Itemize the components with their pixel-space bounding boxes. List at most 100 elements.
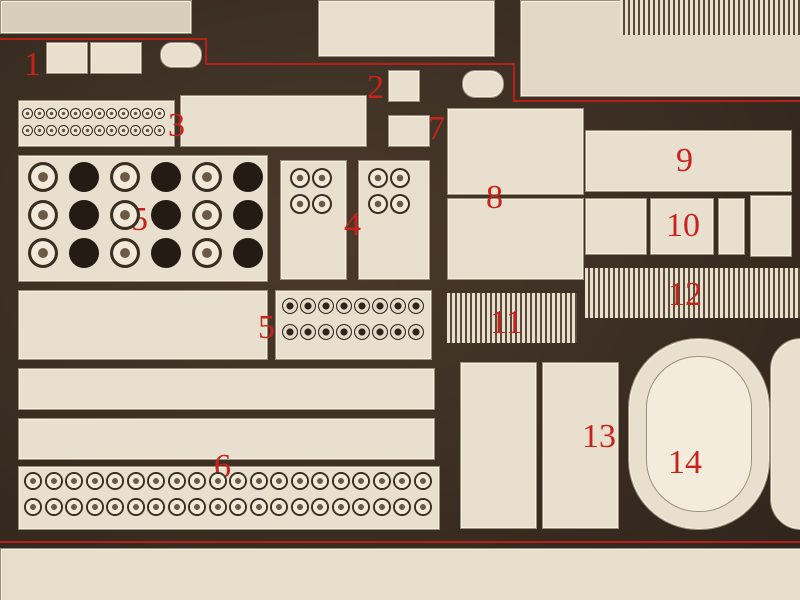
small-wheel: [58, 108, 69, 119]
hub-wheel: [336, 298, 352, 314]
label-9: 9: [676, 142, 693, 179]
track-wheel: [65, 498, 83, 516]
part-7: [388, 115, 430, 147]
disk-wheel: [151, 162, 181, 192]
rim-wheel: [368, 168, 388, 188]
track-wheel: [311, 498, 329, 516]
track-wheel: [270, 498, 288, 516]
hub-wheel: [408, 324, 424, 340]
small-wheel: [58, 125, 69, 136]
small-wheel: [142, 108, 153, 119]
track-wheel: [106, 472, 124, 490]
track-wheel: [188, 498, 206, 516]
oval-part-mid: [462, 70, 504, 98]
small-wheel: [34, 125, 45, 136]
part-10-a: [585, 198, 647, 255]
track-wheel: [85, 498, 104, 516]
label-14: 14: [668, 444, 702, 481]
disk-wheel: [28, 162, 58, 192]
part-10-b: [650, 198, 714, 255]
track-wheel: [24, 498, 42, 516]
top-part-a: [0, 0, 192, 34]
small-wheel: [70, 125, 81, 136]
disk-wheel: [192, 200, 222, 230]
small-wheel: [154, 108, 165, 119]
hub-wheel: [354, 298, 370, 314]
label-3: 3: [168, 107, 185, 144]
disk-wheel: [110, 238, 140, 268]
disk-wheel: [233, 200, 263, 230]
track-wheel: [372, 498, 391, 516]
bottom-strip: [0, 548, 800, 600]
part-11-comb: [447, 293, 577, 343]
fret-outline-bottom: [0, 541, 800, 543]
fret-outline-step: [205, 38, 207, 64]
strut-row-1: [18, 368, 435, 410]
hub-wheel: [390, 298, 406, 314]
track-wheel: [147, 498, 165, 516]
disk-wheel: [110, 200, 140, 230]
track-wheel: [147, 472, 165, 490]
small-wheel: [130, 125, 141, 136]
rim-wheel: [290, 168, 310, 188]
track-wheel: [229, 498, 247, 516]
track-wheel: [208, 498, 227, 516]
part-8-upper: [447, 108, 584, 195]
part-14-track-inner: [646, 356, 752, 512]
track-wheel: [290, 472, 309, 490]
small-wheel: [94, 108, 105, 119]
hub-wheel: [354, 324, 370, 340]
fret-outline-top3: [513, 100, 800, 102]
small-wheel: [34, 108, 45, 119]
track-wheel: [311, 472, 329, 490]
small-wheel: [106, 125, 117, 136]
disk-wheel: [28, 200, 58, 230]
disk-wheel: [69, 238, 99, 268]
track-wheel: [44, 472, 63, 490]
disk-wheel: [233, 162, 263, 192]
disk-wheel: [151, 200, 181, 230]
disk-wheel: [28, 238, 58, 268]
part-1-envelope: [46, 42, 88, 74]
part-5-struts: [18, 290, 268, 360]
hub-wheel: [408, 298, 424, 314]
fret-outline-top: [0, 38, 205, 40]
part-9: [585, 130, 792, 192]
part-14-track-partial: [770, 338, 800, 530]
track-wheel: [290, 498, 309, 516]
part-1-box: [90, 42, 142, 74]
small-wheel: [70, 108, 81, 119]
hub-wheel: [300, 324, 316, 340]
small-wheel: [22, 125, 33, 136]
track-wheel: [126, 472, 145, 490]
label-11: 11: [490, 304, 523, 341]
label-5b: 5: [258, 309, 275, 346]
label-1: 1: [24, 46, 41, 83]
label-4: 4: [344, 206, 361, 243]
small-wheel: [82, 108, 93, 119]
track-wheel: [44, 498, 63, 516]
top-hatch: [620, 0, 800, 35]
rim-wheel: [312, 194, 332, 214]
rim-wheel: [390, 194, 410, 214]
disk-wheel: [192, 162, 222, 192]
track-wheel: [331, 472, 350, 490]
track-wheel: [352, 498, 370, 516]
label-12: 12: [668, 276, 702, 313]
fret-outline-top2: [205, 63, 515, 65]
rim-wheel: [390, 168, 410, 188]
track-wheel: [188, 472, 206, 490]
track-wheel: [393, 472, 411, 490]
part-8-lower: [447, 198, 584, 280]
track-wheel: [229, 472, 247, 490]
label-2: 2: [367, 69, 384, 106]
part-5-disk-panel: [18, 155, 268, 282]
track-wheel: [167, 498, 186, 516]
small-wheel: [22, 108, 33, 119]
hub-wheel: [390, 324, 406, 340]
part-2: [388, 70, 420, 102]
disk-wheel: [69, 162, 99, 192]
hub-wheel: [318, 298, 334, 314]
disk-wheel: [69, 200, 99, 230]
